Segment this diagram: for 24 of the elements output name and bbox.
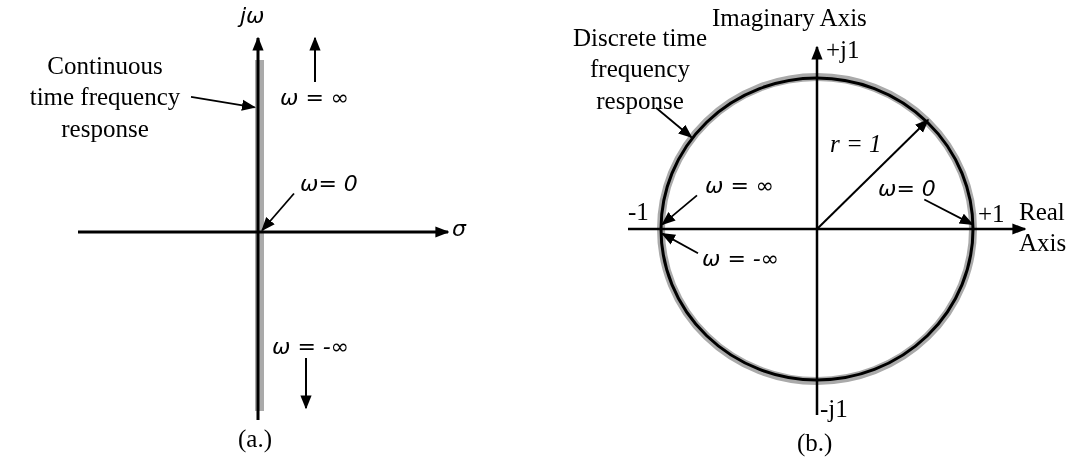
frequency-label: ω= 0 — [300, 170, 358, 198]
leader-arrow — [190, 95, 256, 111]
frequency-label: ω= 0 — [878, 175, 936, 203]
leader-arrow — [661, 194, 698, 226]
frequency-label: ω = ∞ — [705, 172, 775, 200]
axis-label: σ — [452, 215, 466, 243]
axis-tick-label: +1 — [978, 199, 1005, 229]
axis-label: Real Axis — [1019, 197, 1068, 259]
figure-label: (b.) — [797, 428, 833, 459]
axis-tick-label: -j1 — [820, 394, 848, 424]
response-band — [255, 60, 264, 411]
figure-label: (a.) — [238, 424, 272, 455]
frequency-label: ω = -∞ — [272, 333, 350, 361]
axis-label: Imaginary Axis — [712, 3, 867, 33]
axis-tick-label: -1 — [628, 197, 649, 227]
frequency-label: ω = -∞ — [702, 245, 780, 273]
frequency-label: ω = ∞ — [280, 84, 350, 112]
leader-arrow — [661, 232, 699, 255]
leader-arrow — [923, 198, 974, 226]
radius-label: r = 1 — [830, 129, 882, 159]
leader-arrow — [655, 106, 693, 139]
leader-arrow — [261, 192, 295, 232]
annotation-text: Continuous time frequency response — [25, 50, 185, 144]
axis-tick-label: +j1 — [826, 35, 860, 65]
